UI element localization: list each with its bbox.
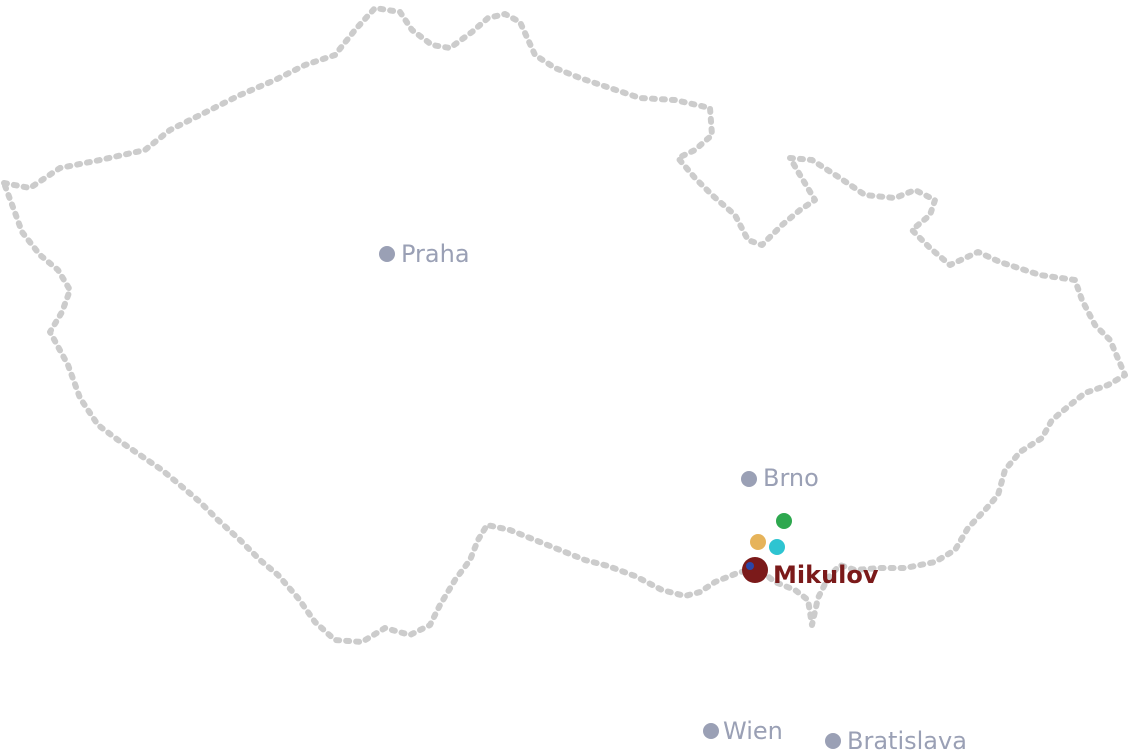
- blue-inner-marker: [746, 562, 754, 570]
- city-brno: Brno: [741, 464, 819, 492]
- city-mikulov: Mikulov: [742, 557, 879, 589]
- city-label-praha: Praha: [401, 240, 470, 268]
- cyan-marker: [769, 539, 785, 555]
- yellow-marker: [750, 534, 766, 550]
- city-dot-praha: [379, 246, 395, 262]
- country-border: [1, 5, 1128, 645]
- city-dot-wien: [703, 723, 719, 739]
- city-wien: Wien: [703, 717, 783, 745]
- city-label-brno: Brno: [763, 464, 819, 492]
- darkred-marker: [742, 557, 768, 583]
- city-praha: Praha: [379, 240, 470, 268]
- city-bratislava: Bratislava: [825, 727, 967, 751]
- city-label-bratislava: Bratislava: [847, 727, 967, 751]
- city-label-wien: Wien: [723, 717, 783, 745]
- city-label-mikulov: Mikulov: [773, 561, 879, 589]
- city-dot-brno: [741, 471, 757, 487]
- green-marker: [776, 513, 792, 529]
- city-dot-bratislava: [825, 733, 841, 749]
